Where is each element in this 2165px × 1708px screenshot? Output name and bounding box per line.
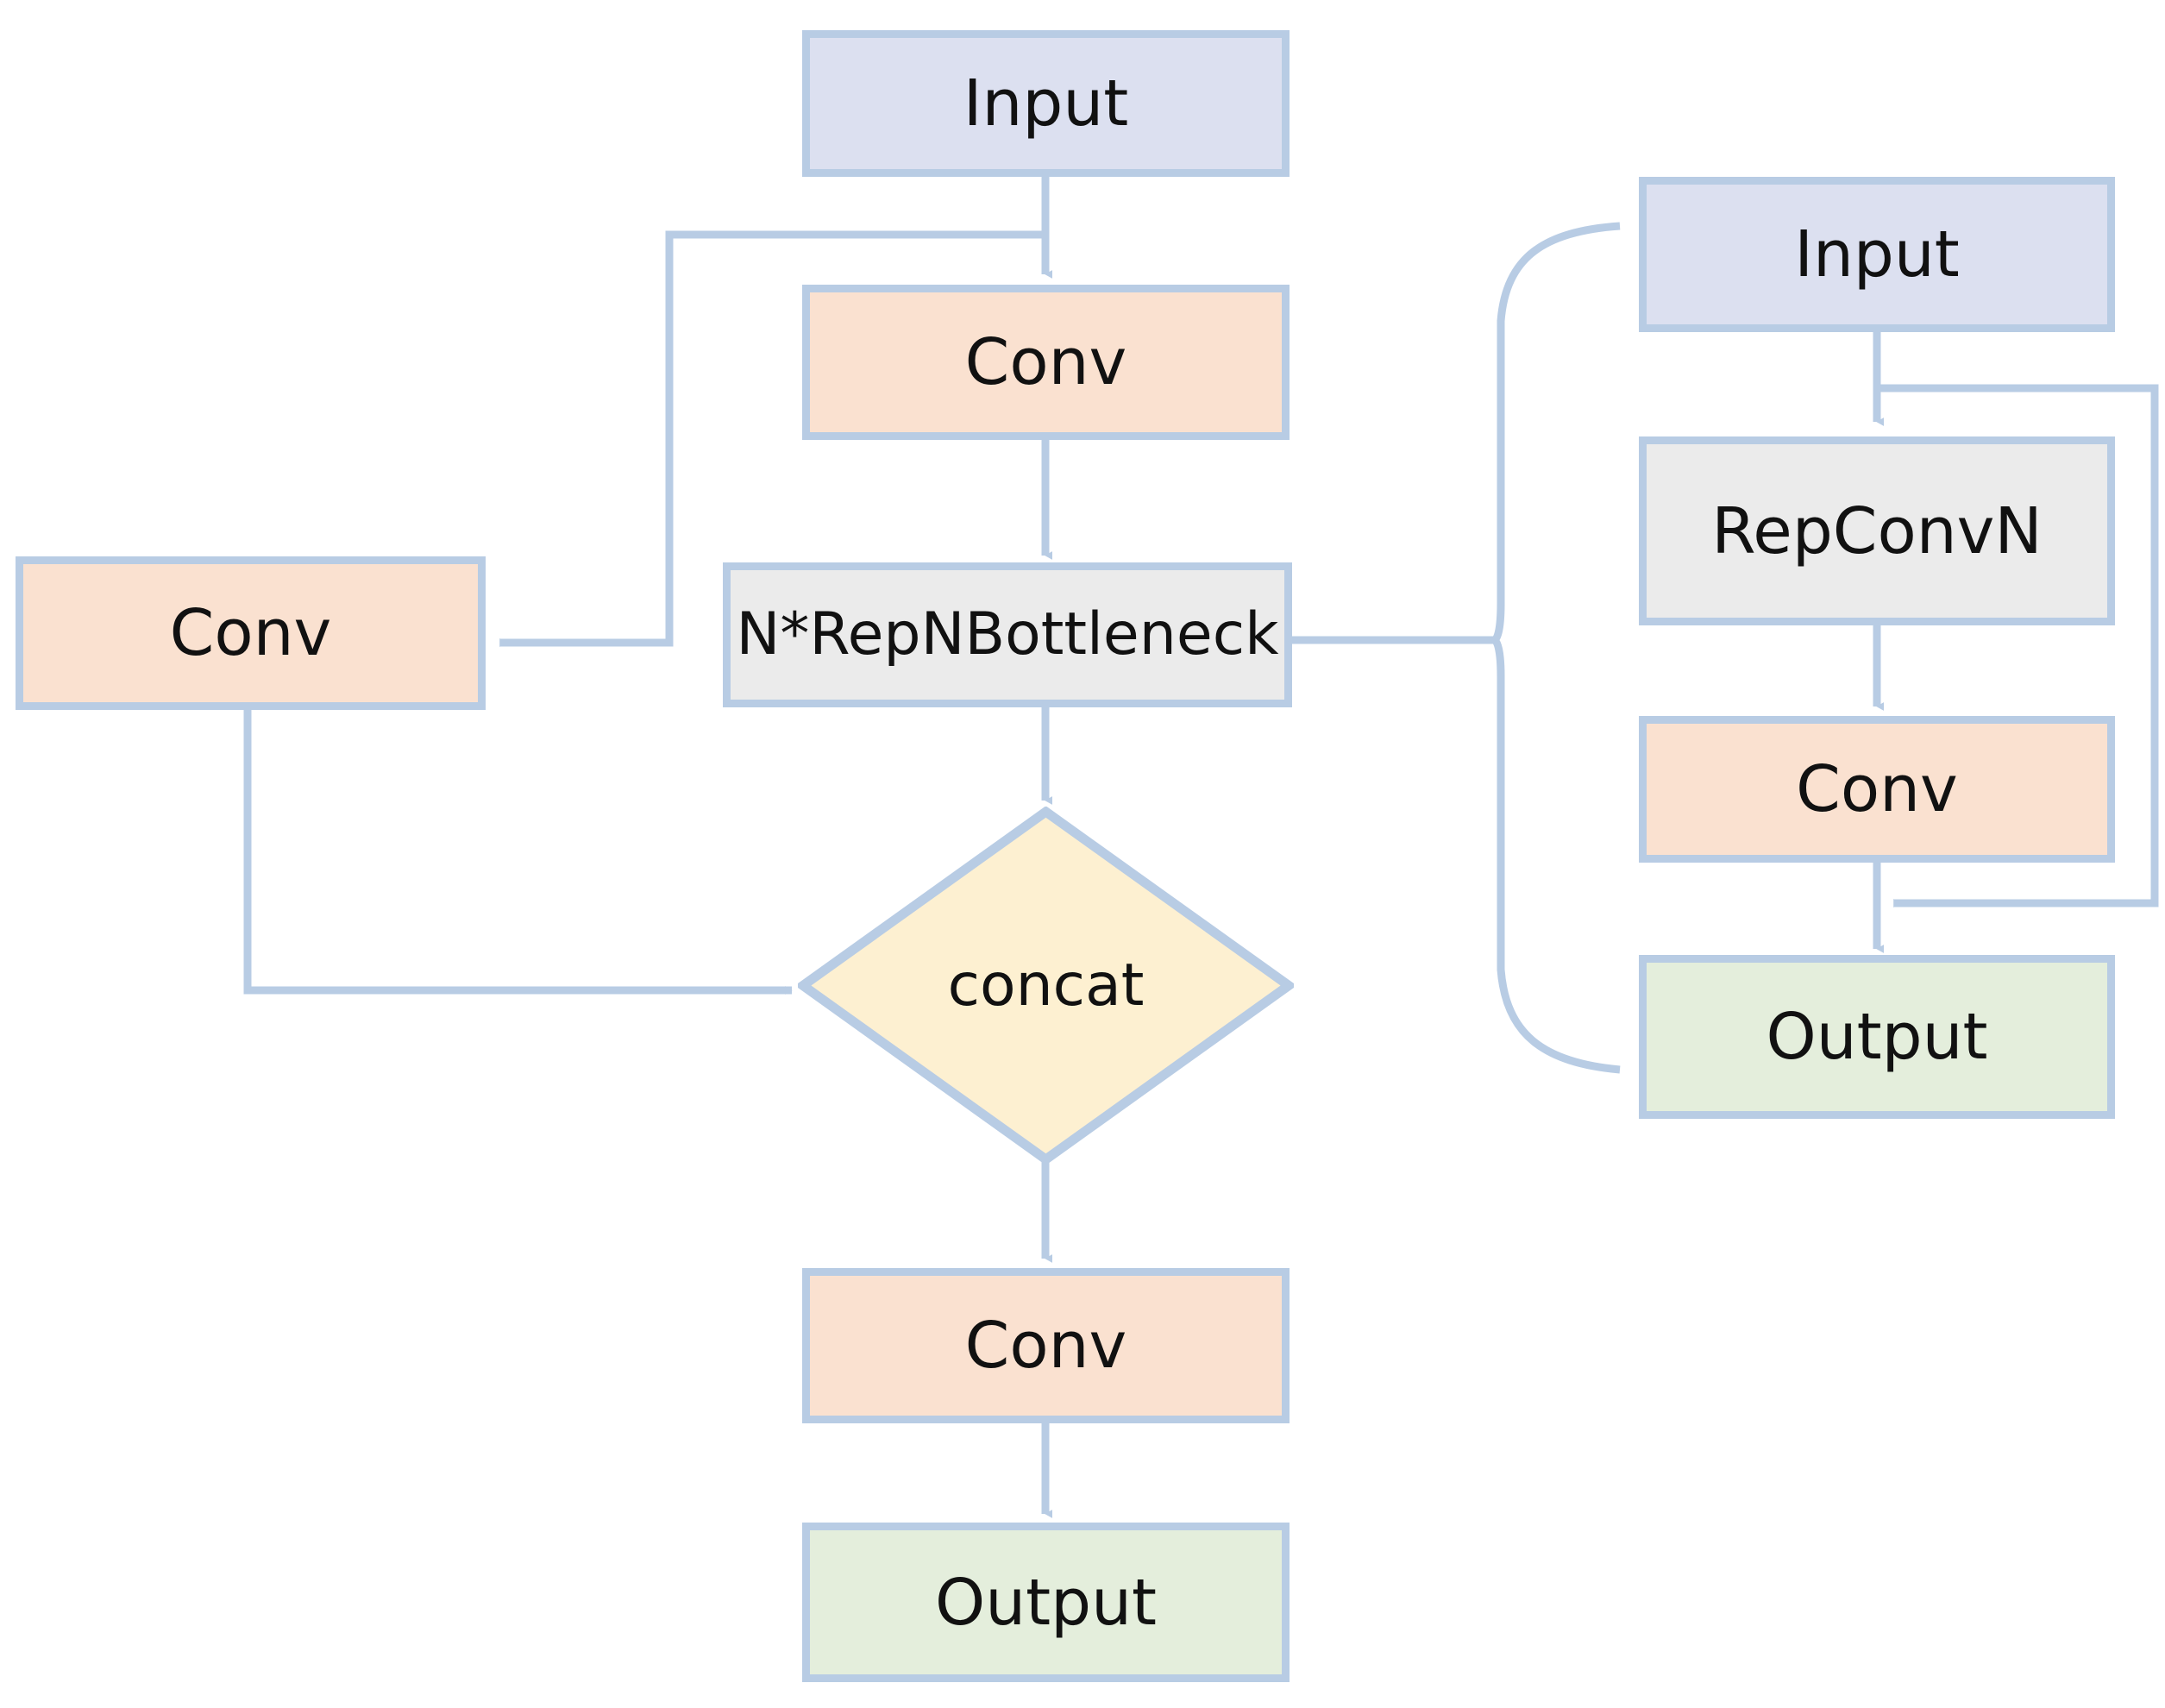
node-concat[interactable]: concat [798,807,1294,1165]
node-sub-conv[interactable]: Conv [1639,716,2115,863]
node-repnbottleneck[interactable]: N*RepNBottleneck [723,562,1292,707]
node-sub-input[interactable]: Input [1639,177,2115,332]
edge-sub-residual [1877,384,2159,907]
node-output-main-label: Output [934,1565,1158,1640]
node-repnbottleneck-label: N*RepNBottleneck [736,600,1279,669]
edge-branch-conv-to-concat [243,709,793,995]
node-conv-branch[interactable]: Conv [16,556,486,710]
node-sub-conv-label: Conv [1796,752,1958,826]
concat-diamond-shape [798,807,1294,1165]
node-conv-bottom[interactable]: Conv [802,1268,1290,1423]
node-sub-output-label: Output [1766,1000,1988,1074]
node-concat-label: concat [947,951,1145,1020]
edge-input-to-branch-conv [499,230,1045,647]
node-sub-input-label: Input [1794,217,1960,292]
node-input-main[interactable]: Input [802,30,1290,177]
expansion-brace [1492,222,1621,1074]
node-output-main[interactable]: Output [802,1523,1290,1682]
node-conv-branch-label: Conv [169,596,332,670]
node-sub-repconvn-label: RepConvN [1711,493,2043,568]
node-conv-bottom-label: Conv [964,1309,1127,1383]
node-sub-repconvn[interactable]: RepConvN [1639,436,2115,625]
node-conv-top-label: Conv [964,325,1127,399]
node-conv-top[interactable]: Conv [802,285,1290,440]
node-sub-output[interactable]: Output [1639,955,2115,1119]
node-input-main-label: Input [963,66,1129,141]
